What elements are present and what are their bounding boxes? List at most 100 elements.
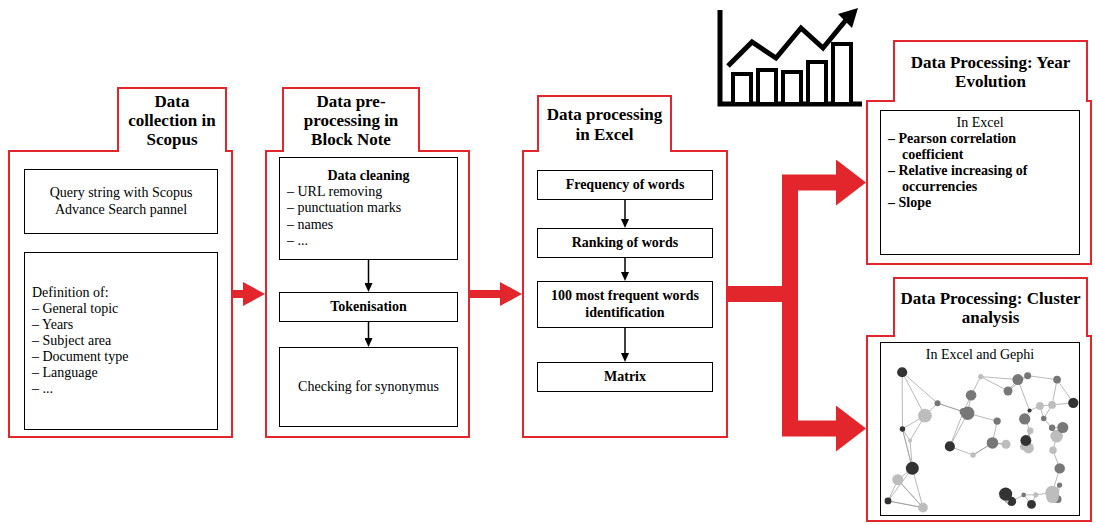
- stage-panel: Data pre-processing in Block NoteData cl…: [265, 150, 470, 438]
- stage-title: Data Processing: Year Evolution: [900, 53, 1081, 91]
- stage-panel: Data processing in ExcelFrequency of wor…: [522, 150, 728, 438]
- network-node: [1049, 446, 1057, 454]
- box-text: Checking for synonymus: [287, 379, 450, 395]
- stage-panel: Data collection in ScopusQuery string wi…: [8, 150, 233, 438]
- chart-axes: [720, 10, 862, 104]
- process-box: Checking for synonymus: [279, 347, 458, 427]
- box-text: In Excel: [888, 115, 1072, 131]
- stage-panel: Data Processing: Cluster analysisIn Exce…: [866, 335, 1092, 522]
- network-node: [1048, 401, 1056, 409]
- box-text: Matrix: [545, 369, 705, 385]
- process-box: In Excel and Gephi: [880, 342, 1080, 516]
- step-arrow: [624, 328, 626, 353]
- network-node: [987, 437, 999, 449]
- network-node: [960, 408, 968, 416]
- list-item: – Subject area: [32, 333, 210, 349]
- network-node: [1057, 482, 1062, 487]
- stage-header: Data collection in Scopus: [117, 87, 227, 152]
- stage-header: Data processing in Excel: [537, 95, 672, 152]
- network-node: [1054, 463, 1064, 473]
- flow-arrow: [728, 183, 836, 295]
- stage-header: Data Processing: Year Evolution: [893, 40, 1088, 102]
- network-node: [934, 400, 940, 406]
- box-text: Definition of:: [32, 285, 210, 301]
- network-node: [918, 503, 928, 513]
- network-link: [981, 377, 1018, 380]
- process-box: Data cleaning– URL removing– punctuation…: [279, 157, 458, 260]
- step-arrow: [368, 322, 370, 338]
- chart-bar: [808, 62, 826, 104]
- network-node: [1036, 402, 1044, 410]
- process-box: Ranking of words: [537, 228, 713, 258]
- stage-title: Data pre-processing in Block Note: [289, 92, 413, 149]
- network-node: [1053, 376, 1061, 384]
- list-item: – Years: [32, 317, 210, 333]
- network-link: [902, 372, 903, 429]
- process-box: Frequency of words: [537, 170, 713, 200]
- box-text: 100 most frequent words identification: [545, 288, 705, 320]
- flow-arrow: [470, 290, 500, 298]
- network-link: [902, 372, 925, 415]
- network-illustration: [885, 367, 1079, 512]
- network-node: [1041, 416, 1047, 422]
- flow-arrow: [728, 294, 836, 429]
- list-item: – General topic: [32, 301, 210, 317]
- process-box: In Excel– Pearson correlation coefficien…: [880, 110, 1080, 255]
- network-node: [1027, 428, 1033, 434]
- network-node: [906, 462, 919, 475]
- chart-trend-arrow: [838, 8, 858, 28]
- chart-icon: [720, 8, 862, 104]
- box-text: In Excel and Gephi: [888, 347, 1072, 363]
- network-node: [1020, 435, 1031, 446]
- list-item: – punctuation marks: [287, 200, 450, 216]
- network-node: [994, 417, 1001, 424]
- network-node: [1033, 492, 1038, 497]
- network-node: [966, 390, 977, 401]
- box-text: Data cleaning: [287, 168, 450, 184]
- stage-panel: Data Processing: Year EvolutionIn Excel–…: [866, 100, 1092, 265]
- stage-title: Data processing in Excel: [544, 105, 665, 143]
- network-node: [900, 426, 906, 432]
- network-node: [892, 474, 903, 485]
- chart-bar: [833, 44, 851, 104]
- list-item: – names: [287, 217, 450, 233]
- network-node: [1012, 374, 1023, 385]
- list-item: – URL removing: [287, 184, 450, 200]
- list-item: – ...: [287, 233, 450, 249]
- network-node: [1057, 422, 1068, 433]
- network-node: [1028, 409, 1032, 413]
- network-node: [897, 367, 907, 377]
- network-node: [1045, 486, 1059, 500]
- network-link: [898, 480, 923, 508]
- process-box: Definition of:– General topic– Years– Su…: [24, 252, 218, 430]
- chart-bar: [783, 72, 801, 104]
- step-arrow: [624, 258, 626, 272]
- network-node: [1024, 372, 1031, 379]
- box-text: Query string with Scopus Advance Search …: [32, 185, 210, 217]
- stage-title: Data collection in Scopus: [124, 92, 220, 149]
- network-node: [970, 452, 975, 457]
- chart-bar: [733, 74, 751, 104]
- network-node: [1049, 425, 1055, 431]
- stage-title: Data Processing: Cluster analysis: [900, 289, 1081, 327]
- step-arrow: [624, 200, 626, 219]
- network-node: [1021, 493, 1026, 498]
- process-box: Tokenisation: [279, 292, 458, 322]
- network-node: [1004, 386, 1013, 395]
- network-node: [1019, 413, 1030, 424]
- network-node: [1001, 440, 1010, 449]
- process-box: Query string with Scopus Advance Search …: [24, 169, 218, 234]
- process-box: Matrix: [537, 362, 713, 392]
- network-node: [1068, 398, 1078, 408]
- network-link: [1028, 376, 1057, 380]
- stage-header: Data Processing: Cluster analysis: [893, 277, 1088, 337]
- chart-bar: [758, 70, 776, 104]
- step-arrow: [368, 260, 370, 283]
- chart-trend-line: [728, 20, 846, 66]
- process-box: 100 most frequent words identification: [537, 281, 713, 328]
- network-node: [885, 497, 892, 504]
- box-text: Frequency of words: [545, 177, 705, 193]
- network-link: [902, 372, 937, 403]
- box-text: Ranking of words: [545, 235, 705, 251]
